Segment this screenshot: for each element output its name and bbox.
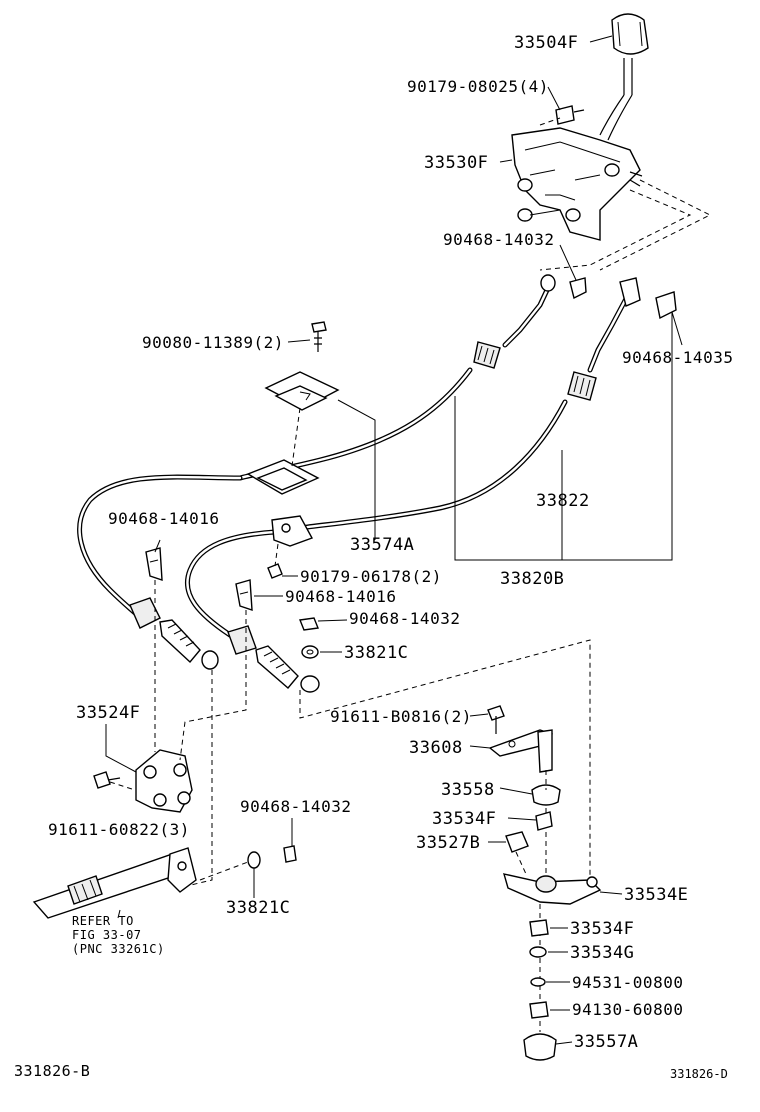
washer-lower-part bbox=[247, 851, 261, 869]
bolt-top-part bbox=[555, 105, 585, 125]
label-90080-11389: 90080-11389(2) bbox=[142, 333, 284, 352]
label-33557a: 33557A bbox=[574, 1032, 638, 1052]
label-91611-60822: 91611-60822(3) bbox=[48, 820, 190, 839]
bushing-a-part bbox=[531, 784, 561, 806]
label-90468-14032-mid: 90468-14032 bbox=[349, 609, 460, 628]
label-33822: 33822 bbox=[536, 491, 590, 511]
washer-g-part bbox=[529, 946, 547, 958]
label-33527b: 33527B bbox=[416, 833, 480, 853]
cable-bracket-part bbox=[271, 515, 314, 547]
label-90468-14016-mid: 90468-14016 bbox=[285, 587, 396, 606]
label-33820b: 33820B bbox=[500, 569, 564, 589]
nut-lower-part bbox=[529, 1001, 549, 1019]
label-33608: 33608 bbox=[409, 738, 463, 758]
nut-bracket-part bbox=[267, 563, 283, 579]
bolt-lever-part bbox=[487, 705, 505, 734]
label-33534e: 33534E bbox=[624, 885, 688, 905]
clip-mid-part bbox=[235, 579, 253, 611]
shift-lever-housing-part bbox=[511, 127, 643, 241]
grommet-lower-part bbox=[246, 459, 320, 495]
label-90468-14016-upper: 90468-14016 bbox=[108, 509, 219, 528]
label-33558: 33558 bbox=[441, 780, 495, 800]
label-90179-08025: 90179-08025(4) bbox=[407, 77, 549, 96]
label-33534f-upper: 33534F bbox=[432, 809, 496, 829]
label-33821c-lower: 33821C bbox=[226, 898, 290, 918]
clip-upper-part bbox=[569, 277, 587, 300]
clip-mid-small-part bbox=[299, 617, 319, 631]
bracket-lower-part bbox=[135, 749, 193, 813]
bolt-bracket-part bbox=[93, 771, 121, 789]
figure-code-left: 331826-B bbox=[14, 1062, 90, 1080]
label-94531-00800: 94531-00800 bbox=[572, 973, 683, 992]
figure-code-right: 331826-D bbox=[670, 1067, 728, 1081]
label-33534f-lower: 33534F bbox=[570, 919, 634, 939]
label-33821c-mid: 33821C bbox=[344, 643, 408, 663]
label-33534g: 33534G bbox=[570, 943, 634, 963]
refer-note-line-3: (PNC 33261C) bbox=[72, 942, 165, 956]
lever-lower-part bbox=[503, 873, 602, 905]
label-90468-14035: 90468-14035 bbox=[622, 348, 733, 367]
grommet-part bbox=[264, 371, 340, 411]
label-91611-b0816: 91611-B0816(2) bbox=[330, 707, 472, 726]
shift-cable bbox=[184, 277, 641, 693]
label-33574a: 33574A bbox=[350, 535, 414, 555]
select-cable bbox=[77, 274, 556, 670]
refer-note-line-1: REFER TO bbox=[72, 914, 134, 928]
bushing-d-part bbox=[529, 919, 549, 937]
bolt-plate-part bbox=[311, 321, 327, 352]
shift-knob-part bbox=[599, 13, 649, 141]
label-33504f: 33504F bbox=[514, 33, 578, 53]
cap-part bbox=[523, 1033, 557, 1061]
washer-mid-part bbox=[301, 645, 319, 659]
label-90179-06178: 90179-06178(2) bbox=[300, 567, 442, 586]
label-33530f: 33530F bbox=[424, 153, 488, 173]
shaft-part bbox=[32, 847, 197, 919]
lever-arm-part bbox=[488, 729, 553, 773]
bushing-c-part bbox=[505, 831, 529, 853]
label-90468-14032-upper: 90468-14032 bbox=[443, 230, 554, 249]
bushing-b-part bbox=[535, 811, 553, 831]
label-90468-14032-lower: 90468-14032 bbox=[240, 797, 351, 816]
refer-note-line-2: FIG 33-07 bbox=[72, 928, 142, 942]
label-33524f: 33524F bbox=[76, 703, 140, 723]
washer-h-part bbox=[530, 977, 546, 987]
label-94130-60800: 94130-60800 bbox=[572, 1000, 683, 1019]
clip-right-part bbox=[655, 291, 677, 320]
clip-left-upper-part bbox=[145, 547, 163, 581]
clip-lower-part bbox=[283, 845, 297, 863]
